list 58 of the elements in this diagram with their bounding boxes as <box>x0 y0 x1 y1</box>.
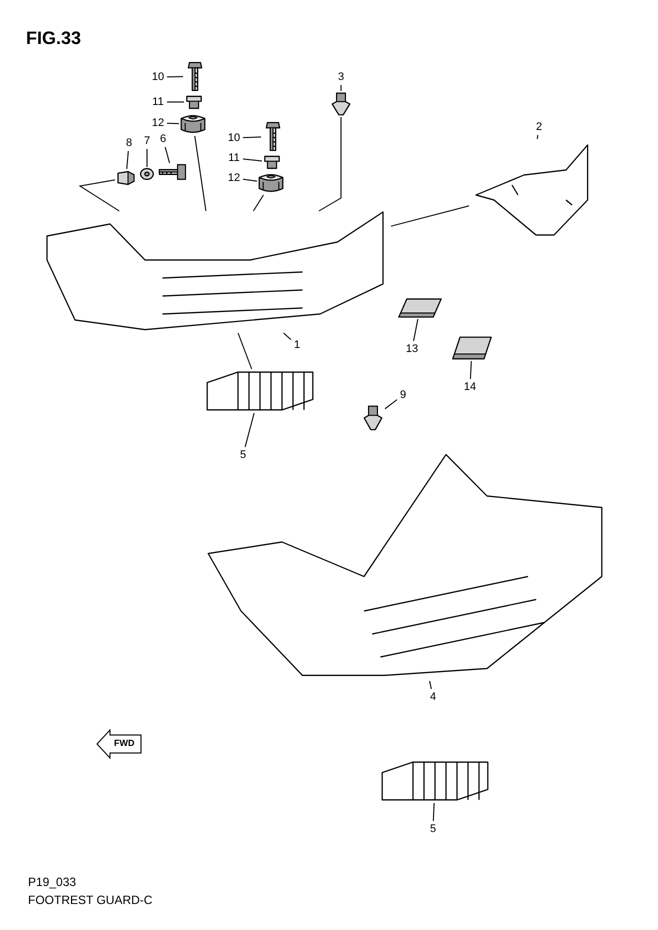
callout-number: 11 <box>150 95 166 109</box>
callout-number: 1 <box>292 338 302 352</box>
callout-number: 11 <box>226 151 242 165</box>
callout-number: 12 <box>150 116 166 130</box>
leader-line <box>242 158 262 162</box>
leader-line <box>242 136 262 138</box>
figure-title: FIG.33 <box>26 28 82 49</box>
pad-drawing <box>452 336 492 360</box>
callout-number: 13 <box>404 342 420 356</box>
callout-number: 2 <box>534 120 544 134</box>
assembly-line <box>238 332 252 370</box>
callout-number: 5 <box>428 822 438 836</box>
callout-number: 9 <box>398 388 408 402</box>
collar-drawing <box>185 95 203 109</box>
leader-line <box>244 412 255 448</box>
leader-line <box>164 146 170 164</box>
callout-number: 7 <box>142 134 152 148</box>
footrest-rubber-drawing <box>380 760 490 802</box>
callout-number: 8 <box>124 136 134 150</box>
leader-line <box>242 178 258 182</box>
direction-label: FWD <box>114 738 134 748</box>
leader-line <box>166 76 184 78</box>
caption: FOOTREST GUARD-C <box>28 893 152 907</box>
leader-line <box>283 332 292 340</box>
assembly-line <box>194 136 206 212</box>
leader-line <box>536 134 538 140</box>
cushion-drawing <box>116 170 136 186</box>
washer-drawing <box>140 168 154 180</box>
screw-drawing <box>158 164 186 180</box>
cushion-drawing <box>180 113 206 135</box>
clip-drawing <box>362 405 384 431</box>
assembly-line <box>318 116 342 212</box>
assembly-line <box>78 179 120 212</box>
collar-drawing <box>263 155 281 169</box>
callout-number: 12 <box>226 171 242 185</box>
callout-number: 5 <box>238 448 248 462</box>
leader-line <box>413 318 418 342</box>
leader-line <box>470 360 472 380</box>
callout-number: 4 <box>428 690 438 704</box>
callout-number: 14 <box>462 380 478 394</box>
assembly-line <box>252 194 264 212</box>
callout-number: 6 <box>158 132 168 146</box>
leader-line <box>340 84 342 92</box>
leader-line <box>429 680 432 690</box>
callout-number: 10 <box>226 131 242 145</box>
figure-code: P19_033 <box>28 875 76 889</box>
pad-drawing <box>398 298 442 318</box>
cushion-drawing <box>258 172 284 194</box>
leader-line <box>146 148 148 168</box>
leader-line <box>384 399 398 410</box>
clip-drawing <box>330 92 352 116</box>
footrest-rubber-drawing <box>205 370 315 412</box>
callout-number: 10 <box>150 70 166 84</box>
leader-line <box>166 122 180 124</box>
callout-number: 3 <box>336 70 346 84</box>
assembly-line <box>390 205 470 227</box>
leader-line <box>126 150 129 170</box>
leader-line <box>432 802 435 822</box>
